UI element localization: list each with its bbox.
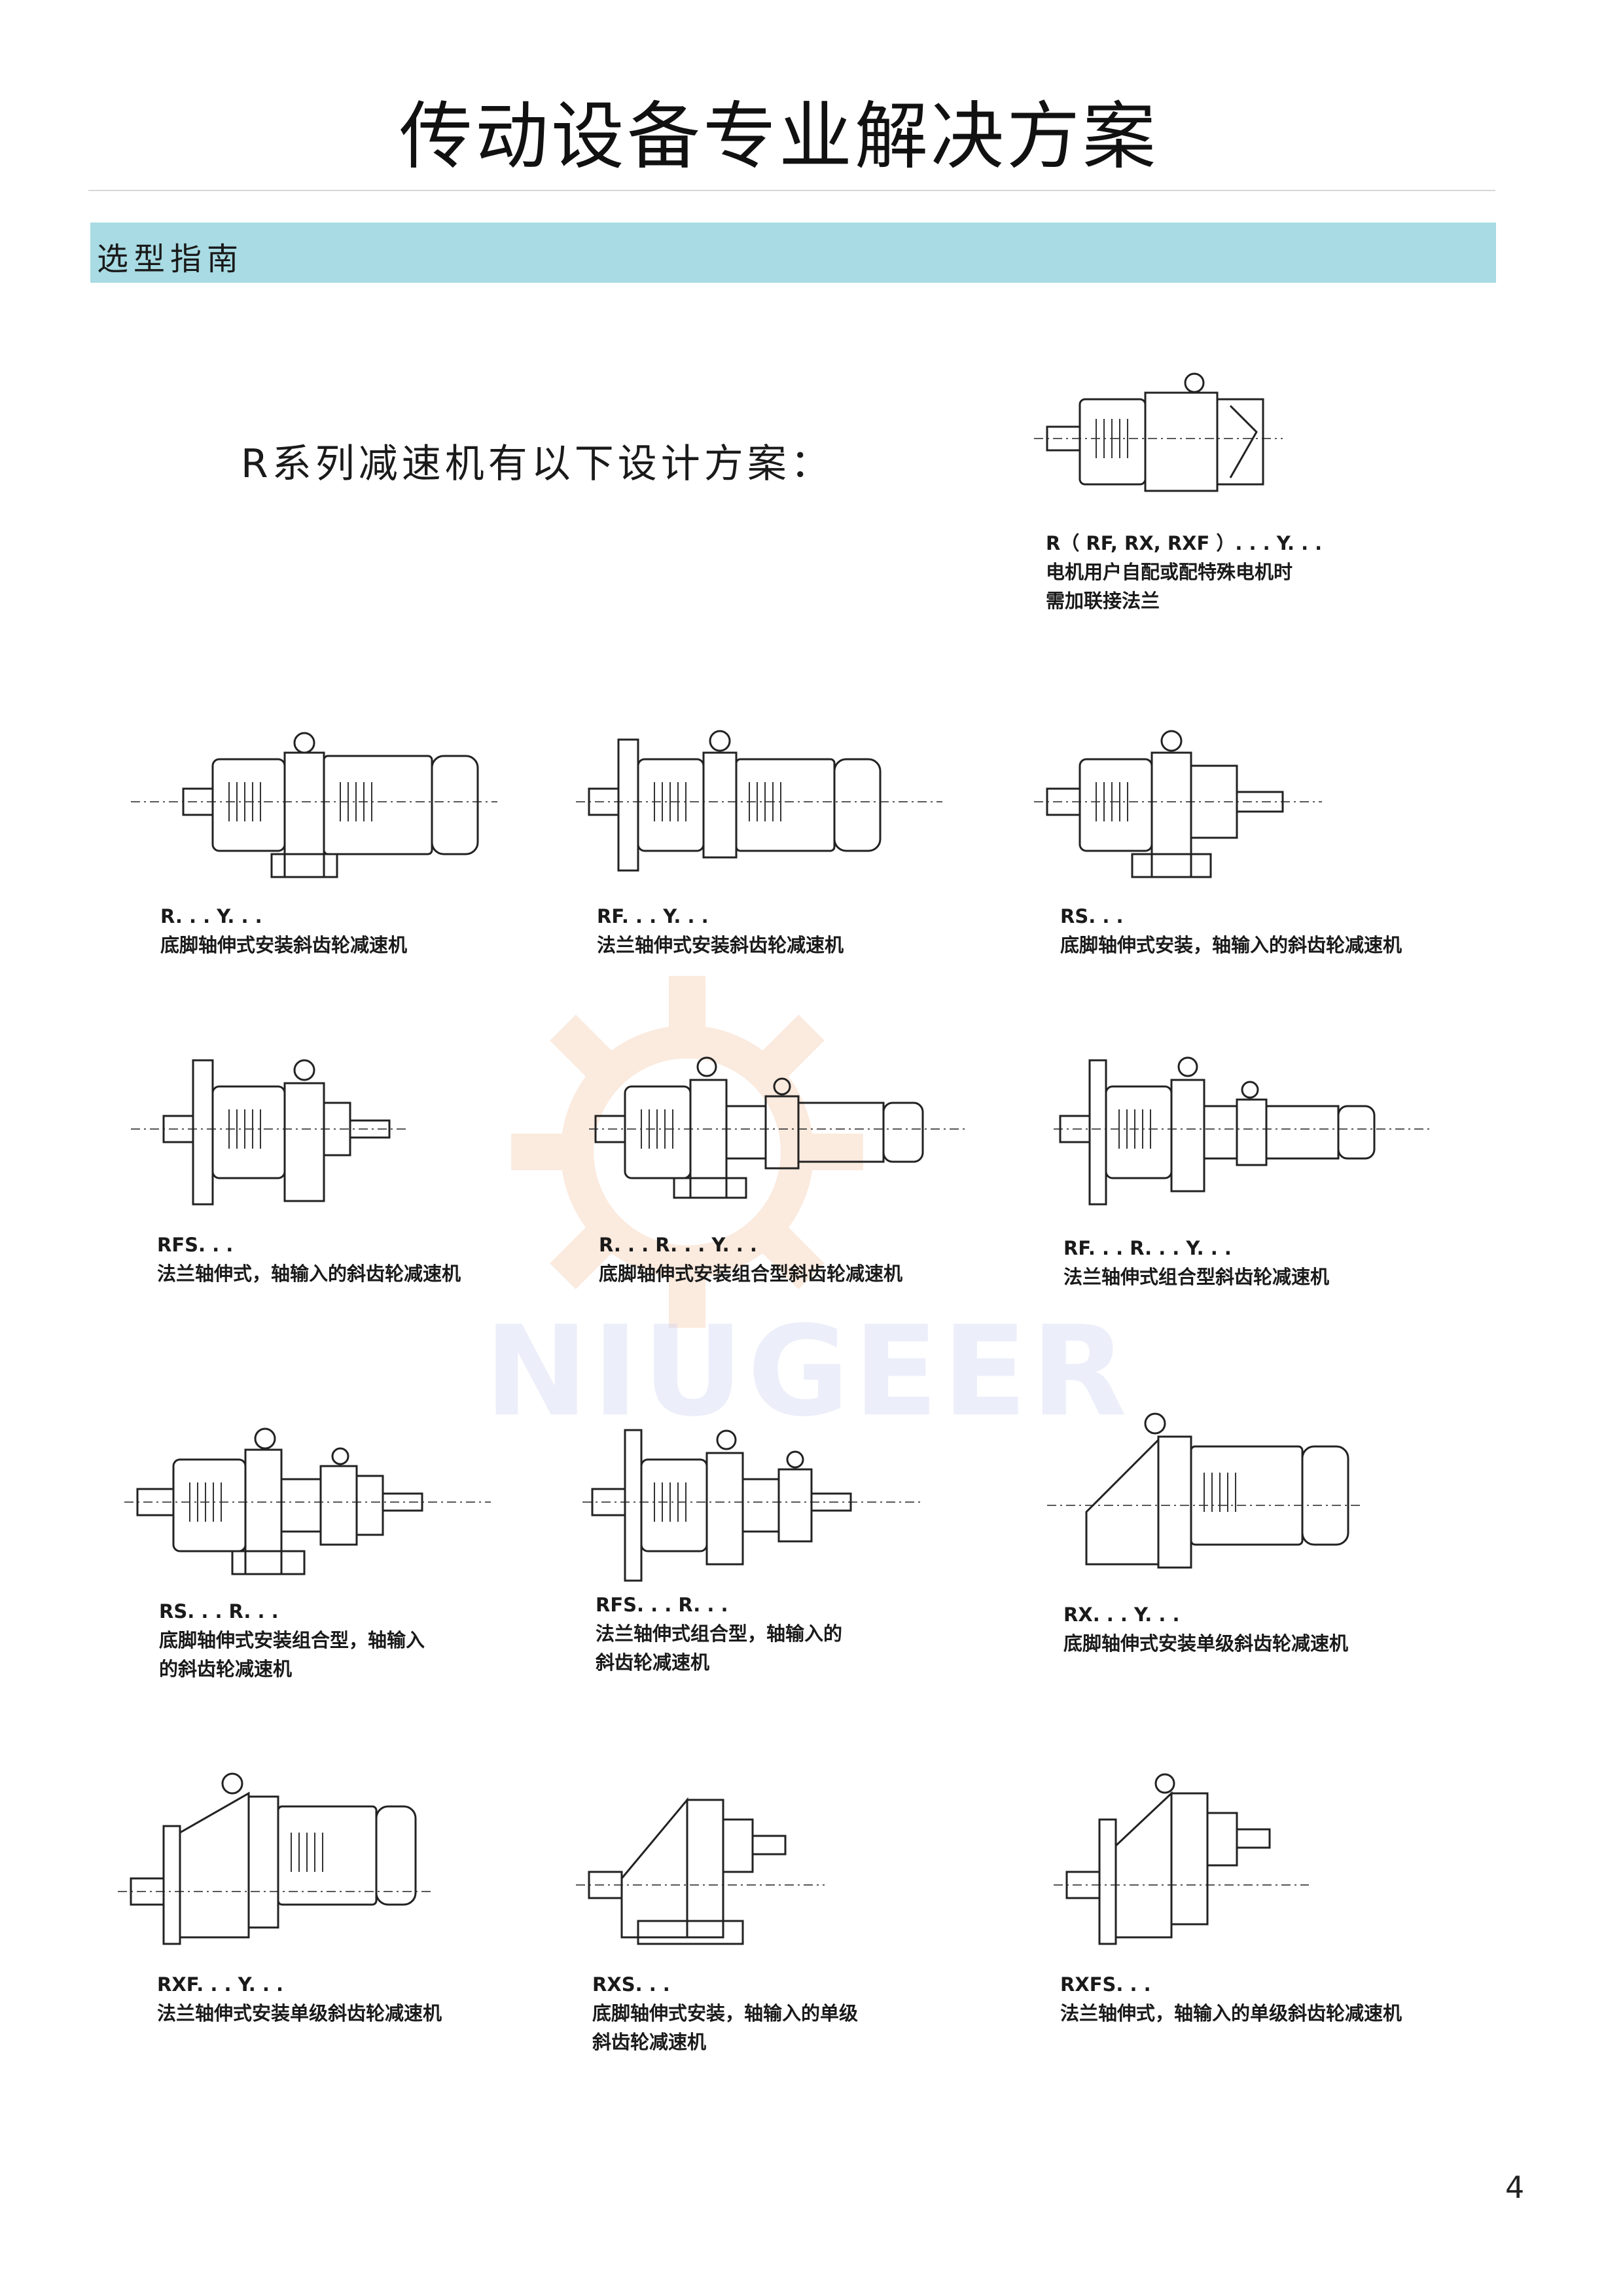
page-number: 4 xyxy=(1505,2170,1525,2205)
model-description: 底脚轴伸式安装，轴输入的斜齿轮减速机 xyxy=(1060,934,1402,956)
model-description: 底脚轴伸式安装单级斜齿轮减速机 xyxy=(1063,1632,1349,1655)
gear-reducer-drawing xyxy=(124,1420,491,1590)
design-option-caption: RS. . . R. . . 底脚轴伸式安装组合型，轴输入 的斜齿轮减速机 xyxy=(159,1597,425,1683)
model-description: 法兰轴伸式组合型斜齿轮减速机 xyxy=(1063,1266,1330,1288)
model-code: RS. . . xyxy=(1060,905,1124,927)
section-label: 选型指南 xyxy=(97,241,244,278)
design-option-caption: RX. . . Y. . . 底脚轴伸式安装单级斜齿轮减速机 xyxy=(1063,1600,1348,1658)
model-code: RFS. . . R. . . xyxy=(596,1594,728,1616)
model-description: 底脚轴伸式安装斜齿轮减速机 xyxy=(160,934,408,956)
model-code: RXF. . . Y. . . xyxy=(157,1973,284,1996)
page-title: 传动设备专业解决方案 xyxy=(399,94,1158,179)
brand-watermark: NIUGEER xyxy=(484,1299,1131,1444)
model-code: RF. . . Y. . . xyxy=(597,905,709,927)
title-divider xyxy=(88,190,1495,191)
design-option-caption: R. . . R. . . Y. . . 底脚轴伸式安装组合型斜齿轮减速机 xyxy=(599,1230,902,1288)
model-description: 法兰轴伸式组合型，轴输入的 xyxy=(596,1623,843,1645)
gear-reducer-drawing xyxy=(582,1420,923,1590)
model-code: RFS. . . xyxy=(157,1234,234,1256)
gear-reducer-drawing xyxy=(576,726,942,884)
model-description: 法兰轴伸式，轴输入的单级斜齿轮减速机 xyxy=(1060,2002,1402,2024)
intro-heading: R系列减速机有以下设计方案： xyxy=(241,441,834,487)
model-description: 需加联接法兰 xyxy=(1046,590,1160,612)
section-header: 选型指南 xyxy=(90,223,1496,283)
gear-reducer-drawing xyxy=(1054,1767,1309,1950)
gear-reducer-drawing xyxy=(131,726,497,884)
gear-reducer-drawing xyxy=(1034,726,1322,884)
model-code: R. . . Y. . . xyxy=(160,905,262,927)
model-code: RXS. . . xyxy=(592,1973,670,1996)
model-description: 斜齿轮减速机 xyxy=(592,2031,707,2053)
model-description: 底脚轴伸式安装组合型，轴输入 xyxy=(159,1629,425,1651)
design-option-caption: RF. . . Y. . . 法兰轴伸式安装斜齿轮减速机 xyxy=(597,902,844,960)
model-description: 斜齿轮减速机 xyxy=(596,1651,710,1674)
model-description: 法兰轴伸式安装斜齿轮减速机 xyxy=(597,934,844,956)
gear-reducer-drawing xyxy=(1047,1407,1361,1584)
gear-reducer-drawing xyxy=(1054,1047,1433,1217)
model-description: 法兰轴伸式安装单级斜齿轮减速机 xyxy=(157,2002,442,2024)
model-code: R. . . R. . . Y. . . xyxy=(599,1234,757,1256)
design-option-caption: RF. . . R. . . Y. . . 法兰轴伸式组合型斜齿轮减速机 xyxy=(1063,1234,1329,1291)
model-code: R（ RF, RX, RXF ）. . . Y. . . xyxy=(1046,532,1323,554)
model-description: 法兰轴伸式，轴输入的斜齿轮减速机 xyxy=(157,1263,461,1285)
gear-watermark-icon xyxy=(511,976,863,1328)
gear-reducer-drawing xyxy=(589,1047,969,1217)
design-option-caption: RFS. . . R. . . 法兰轴伸式组合型，轴输入的 斜齿轮减速机 xyxy=(596,1590,842,1677)
model-description: 的斜齿轮减速机 xyxy=(159,1658,293,1680)
gear-reducer-drawing xyxy=(1034,367,1283,511)
model-code: RS. . . R. . . xyxy=(159,1600,279,1623)
gear-reducer-drawing xyxy=(131,1047,406,1217)
model-code: RX. . . Y. . . xyxy=(1063,1604,1180,1626)
gear-reducer-drawing xyxy=(118,1767,432,1950)
design-option-caption: RFS. . . 法兰轴伸式，轴输入的斜齿轮减速机 xyxy=(157,1230,461,1288)
model-code: RXFS. . . xyxy=(1060,1973,1151,1996)
model-description: 底脚轴伸式安装组合型斜齿轮减速机 xyxy=(599,1263,903,1285)
design-option-caption: RXS. . . 底脚轴伸式安装，轴输入的单级 斜齿轮减速机 xyxy=(592,1970,858,2056)
model-description: 电机用户自配或配特殊电机时 xyxy=(1046,561,1293,583)
design-option-caption: RS. . . 底脚轴伸式安装，轴输入的斜齿轮减速机 xyxy=(1060,902,1402,960)
model-description: 底脚轴伸式安装，轴输入的单级 xyxy=(592,2002,859,2024)
design-option-caption: R. . . Y. . . 底脚轴伸式安装斜齿轮减速机 xyxy=(160,902,407,960)
design-option-caption: RXFS. . . 法兰轴伸式，轴输入的单级斜齿轮减速机 xyxy=(1060,1970,1402,2028)
model-code: RF. . . R. . . Y. . . xyxy=(1063,1237,1232,1259)
design-option-caption: RXF. . . Y. . . 法兰轴伸式安装单级斜齿轮减速机 xyxy=(157,1970,442,2028)
design-option-caption: R（ RF, RX, RXF ）. . . Y. . . 电机用户自配或配特殊电… xyxy=(1046,529,1322,615)
gear-reducer-drawing xyxy=(576,1780,825,1950)
